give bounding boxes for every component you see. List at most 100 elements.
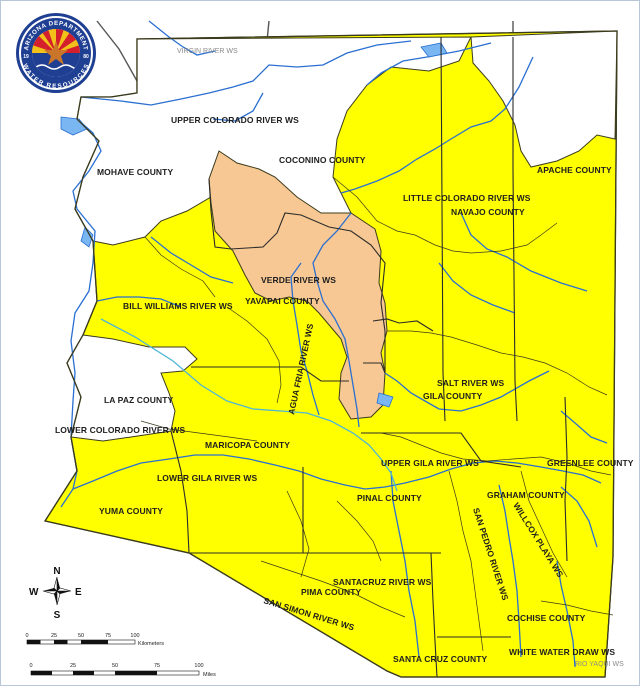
label-upper-gila-river-ws: UPPER GILA RIVER WS: [381, 458, 479, 468]
county-line-gila-pinal: [361, 432, 522, 468]
mi-bar-seg-2: [73, 671, 94, 675]
compass-s-label: S: [54, 610, 61, 621]
label-maricopa-county: MARICOPA COUNTY: [205, 440, 290, 450]
county-lines: [170, 36, 568, 678]
label-lower-gila-river-ws: LOWER GILA RIVER WS: [157, 473, 258, 483]
agua-fria-river: [290, 262, 320, 416]
star-icon: [44, 41, 68, 65]
lake-mead: [60, 116, 88, 136]
km-tick-75: 75: [105, 633, 111, 639]
label-lower-colorado-river-ws: LOWER COLORADO RIVER WS: [55, 425, 185, 435]
major-rivers: [60, 20, 608, 668]
label-rio-yaqui-ws: RIO YAQUI WS: [575, 661, 624, 668]
county-line-yavapai-maricopa: [191, 366, 349, 382]
roosevelt-lake: [376, 392, 394, 408]
north-arrow: N S E W: [29, 566, 82, 621]
label-upper-colorado-river-ws: UPPER COLORADO RIVER WS: [171, 115, 299, 125]
boundary-agua-fria-west: [226, 306, 282, 404]
label-little-colorado-river-ws: LITTLE COLORADO RIVER WS: [403, 193, 531, 203]
mi-tick-100: 100: [194, 663, 203, 669]
compass-w-label: W: [29, 587, 39, 598]
county-line-mogollon: [372, 318, 434, 332]
label-verde-river-ws: VERDE RIVER WS: [261, 275, 336, 285]
scale-bar-kilometers: 0 25 50 75 100 Kilometers: [25, 633, 164, 647]
boundary-salt-north: [387, 330, 608, 396]
boundary-santacruz-west: [260, 560, 406, 618]
boundary-little-colorado-south: [332, 176, 558, 254]
km-bar-seg-2: [54, 640, 68, 644]
label-santa-cruz-county: SANTA CRUZ COUNTY: [393, 654, 487, 664]
county-line-navajo-coconino: [440, 36, 446, 422]
county-line-coconino-yavapai: [208, 178, 386, 332]
logo-year-right: 80: [83, 54, 89, 60]
puerco-river: [460, 212, 588, 292]
km-tick-50: 50: [78, 633, 84, 639]
watershed-boundaries: [140, 176, 614, 652]
label-white-water-draw-ws: WHITE WATER DRAW WS: [509, 647, 615, 657]
central-arizona-project-canal: [100, 318, 398, 492]
label-la-paz-county: LA PAZ COUNTY: [104, 395, 174, 405]
km-bar-seg-1: [27, 640, 41, 644]
boundary-whitewater: [540, 600, 614, 616]
county-line-gila-yavapai: [363, 362, 386, 374]
compass-west-point-light: [42, 590, 58, 595]
bill-williams-river: [96, 296, 182, 308]
mi-bar-seg-1: [31, 671, 52, 675]
label-salt-river-ws: SALT RIVER WS: [437, 378, 504, 388]
mi-tick-75: 75: [154, 663, 160, 669]
label-apache-county: APACHE COUNTY: [537, 165, 612, 175]
flag-sun-rays: [32, 29, 80, 53]
km-tick-25: 25: [51, 633, 57, 639]
gila-river: [72, 454, 602, 490]
county-line-navajo-apache: [512, 37, 518, 422]
little-colorado-river: [340, 56, 534, 194]
whitewater-draw: [556, 560, 576, 668]
label-yavapai-county: YAVAPAI COUNTY: [245, 296, 320, 306]
boundary-pima-west: [286, 490, 310, 578]
virgin-river: [148, 20, 216, 56]
san-juan-river: [366, 42, 492, 86]
compass-east-point-light: [56, 587, 72, 592]
label-bill-williams-river-ws: BILL WILLIAMS RIVER WS: [123, 301, 233, 311]
compass-north-point: [57, 577, 60, 591]
county-line-maricopa-yuma: [170, 430, 190, 554]
label-pinal-county: PINAL COUNTY: [357, 493, 422, 503]
label-navajo-county: NAVAJO COUNTY: [451, 207, 525, 217]
boundary-lower-gila-north: [140, 420, 258, 442]
mi-tick-50: 50: [112, 663, 118, 669]
boundary-bill-williams: [144, 236, 216, 298]
county-line-greenlee: [564, 396, 568, 562]
arizona-state-outline: [43, 30, 618, 678]
compass-south-point: [54, 591, 57, 605]
compass-west-point: [43, 588, 57, 591]
san-pedro-river: [498, 484, 522, 658]
label-yuma-county: YUMA COUNTY: [99, 506, 163, 516]
label-greenlee-county: GREENLEE COUNTY: [547, 458, 634, 468]
km-bar-seg-3: [81, 640, 108, 644]
compass-n-label: N: [53, 566, 60, 577]
lakes: [60, 42, 448, 408]
boundary-san-pedro-west: [448, 470, 484, 652]
lake-powell: [420, 42, 448, 58]
mi-tick-25: 25: [70, 663, 76, 669]
compass-east-point: [57, 591, 71, 594]
silver-creek: [438, 262, 516, 314]
lake-mohave: [80, 226, 94, 248]
unshaded-northeast-area: [470, 30, 618, 168]
verde-river-watershed: [208, 150, 388, 420]
km-tick-0: 0: [25, 633, 28, 639]
compass-e-label: E: [75, 587, 82, 598]
san-francisco-river: [560, 486, 598, 548]
label-graham-county: GRAHAM COUNTY: [487, 490, 565, 500]
label-pima-county: PIMA COUNTY: [301, 587, 362, 597]
border-nevada: [96, 20, 138, 82]
label-santacruz-river-ws: SANTACRUZ RIVER WS: [333, 577, 432, 587]
label-mohave-county: MOHAVE COUNTY: [97, 167, 173, 177]
km-unit-label: Kilometers: [138, 641, 164, 647]
big-sandy-river: [150, 236, 234, 284]
blue-river: [560, 410, 608, 444]
label-virgin-river-ws: VIRGIN RIVER WS: [177, 48, 238, 55]
label-cochise-county: COCHISE COUNTY: [507, 613, 586, 623]
